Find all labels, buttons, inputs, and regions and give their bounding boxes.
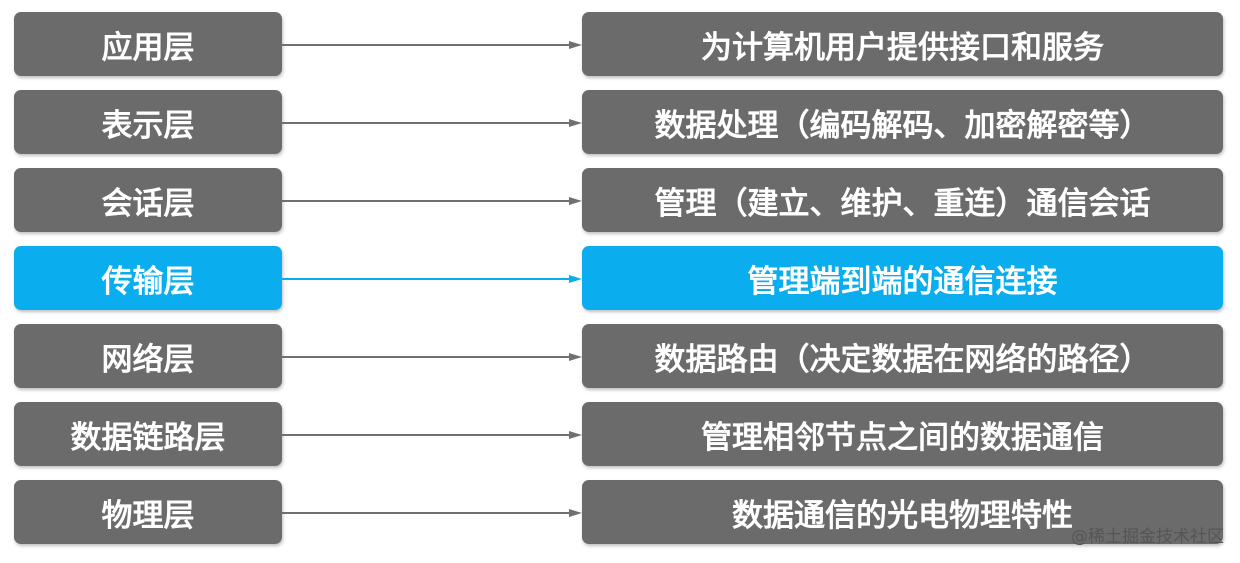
layer-box: 数据链路层 bbox=[14, 402, 282, 466]
layer-box: 网络层 bbox=[14, 324, 282, 388]
connector-arrow-highlighted bbox=[282, 275, 582, 283]
description-box: 为计算机用户提供接口和服务 bbox=[582, 12, 1223, 76]
layer-row-transport: 传输层 管理端到端的通信连接 bbox=[0, 246, 1240, 310]
description-box: 管理相邻节点之间的数据通信 bbox=[582, 402, 1223, 466]
connector-arrow bbox=[282, 431, 582, 439]
connector-arrow bbox=[282, 197, 582, 205]
layer-box: 会话层 bbox=[14, 168, 282, 232]
watermark-text: @稀土掘金技术社区 bbox=[1071, 527, 1224, 547]
description-box: 管理（建立、维护、重连）通信会话 bbox=[582, 168, 1223, 232]
connector-arrow bbox=[282, 119, 582, 127]
layer-row-presentation: 表示层 数据处理（编码解码、加密解密等） bbox=[0, 90, 1240, 154]
description-box: 数据路由（决定数据在网络的路径） bbox=[582, 324, 1223, 388]
layer-box: 物理层 bbox=[14, 480, 282, 544]
description-box-highlighted: 管理端到端的通信连接 bbox=[582, 246, 1223, 310]
connector-arrow bbox=[282, 41, 582, 49]
connector-arrow bbox=[282, 353, 582, 361]
layer-box: 表示层 bbox=[14, 90, 282, 154]
layer-row-data-link: 数据链路层 管理相邻节点之间的数据通信 bbox=[0, 402, 1240, 466]
layer-box: 应用层 bbox=[14, 12, 282, 76]
layer-row-session: 会话层 管理（建立、维护、重连）通信会话 bbox=[0, 168, 1240, 232]
description-box: 数据处理（编码解码、加密解密等） bbox=[582, 90, 1223, 154]
layer-row-physical: 物理层 数据通信的光电物理特性 bbox=[0, 480, 1240, 544]
layer-row-network: 网络层 数据路由（决定数据在网络的路径） bbox=[0, 324, 1240, 388]
layer-box-highlighted: 传输层 bbox=[14, 246, 282, 310]
layer-row-application: 应用层 为计算机用户提供接口和服务 bbox=[0, 12, 1240, 76]
connector-arrow bbox=[282, 509, 582, 517]
description-box: 数据通信的光电物理特性 bbox=[582, 480, 1223, 544]
